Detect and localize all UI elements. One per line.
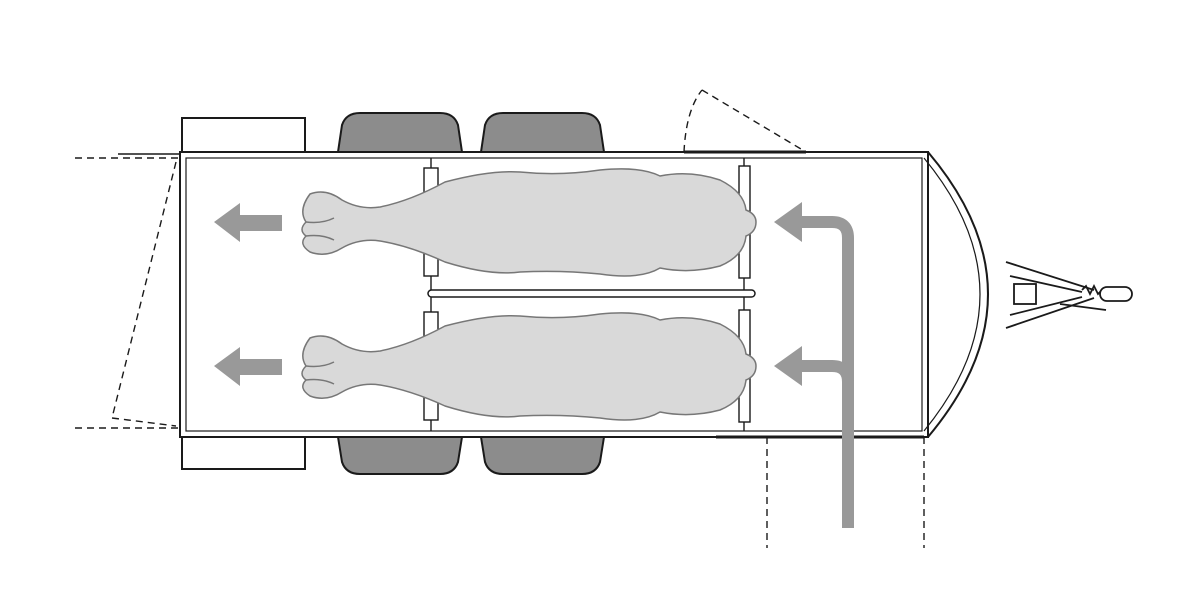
body-outer-wall xyxy=(179,151,929,438)
entry-arrow-top-head xyxy=(774,202,802,242)
rear-ramp-open xyxy=(75,157,180,429)
hitch xyxy=(1005,261,1133,329)
drawbar-lower-inner xyxy=(1009,296,1083,316)
wheel-fenders xyxy=(336,112,606,475)
exit-arrow-top xyxy=(214,203,282,242)
rear-corner-top xyxy=(181,117,306,153)
fender-bottom-rear xyxy=(336,436,464,475)
entry-arrow-bottom-head xyxy=(774,346,802,386)
horse-bottom-ears xyxy=(305,361,335,385)
coupling-head xyxy=(1099,286,1133,302)
trailer-nose-inner xyxy=(923,157,981,432)
entry-arrow-bottom xyxy=(800,360,854,528)
jockey-wheel xyxy=(1013,283,1037,305)
front-door-top-open xyxy=(683,89,807,153)
entry-path xyxy=(774,202,854,528)
fender-bottom-front xyxy=(479,436,606,475)
exit-arrow-bottom xyxy=(214,347,282,386)
drawbar-upper-inner xyxy=(1009,275,1083,293)
horse-top xyxy=(301,168,757,277)
body-inner-wall xyxy=(185,157,923,432)
drawbar-upper xyxy=(1005,261,1095,291)
trailer-body xyxy=(179,151,989,438)
rear-corner-bottom xyxy=(181,436,306,470)
horses xyxy=(301,168,757,421)
middle-partition xyxy=(427,289,756,298)
fender-top-front xyxy=(479,112,606,153)
trailer-nose-outer xyxy=(927,151,989,438)
fender-top-rear xyxy=(336,112,464,153)
entry-arrow-top xyxy=(800,216,854,528)
drawbar-lower xyxy=(1005,297,1095,329)
hitch-spring xyxy=(1081,283,1103,297)
exit-arrows xyxy=(214,203,282,386)
side-door-bottom-open xyxy=(766,437,925,548)
hitch-handle xyxy=(1059,303,1107,311)
horse-bottom xyxy=(301,312,757,421)
horse-top-ears xyxy=(305,217,335,241)
